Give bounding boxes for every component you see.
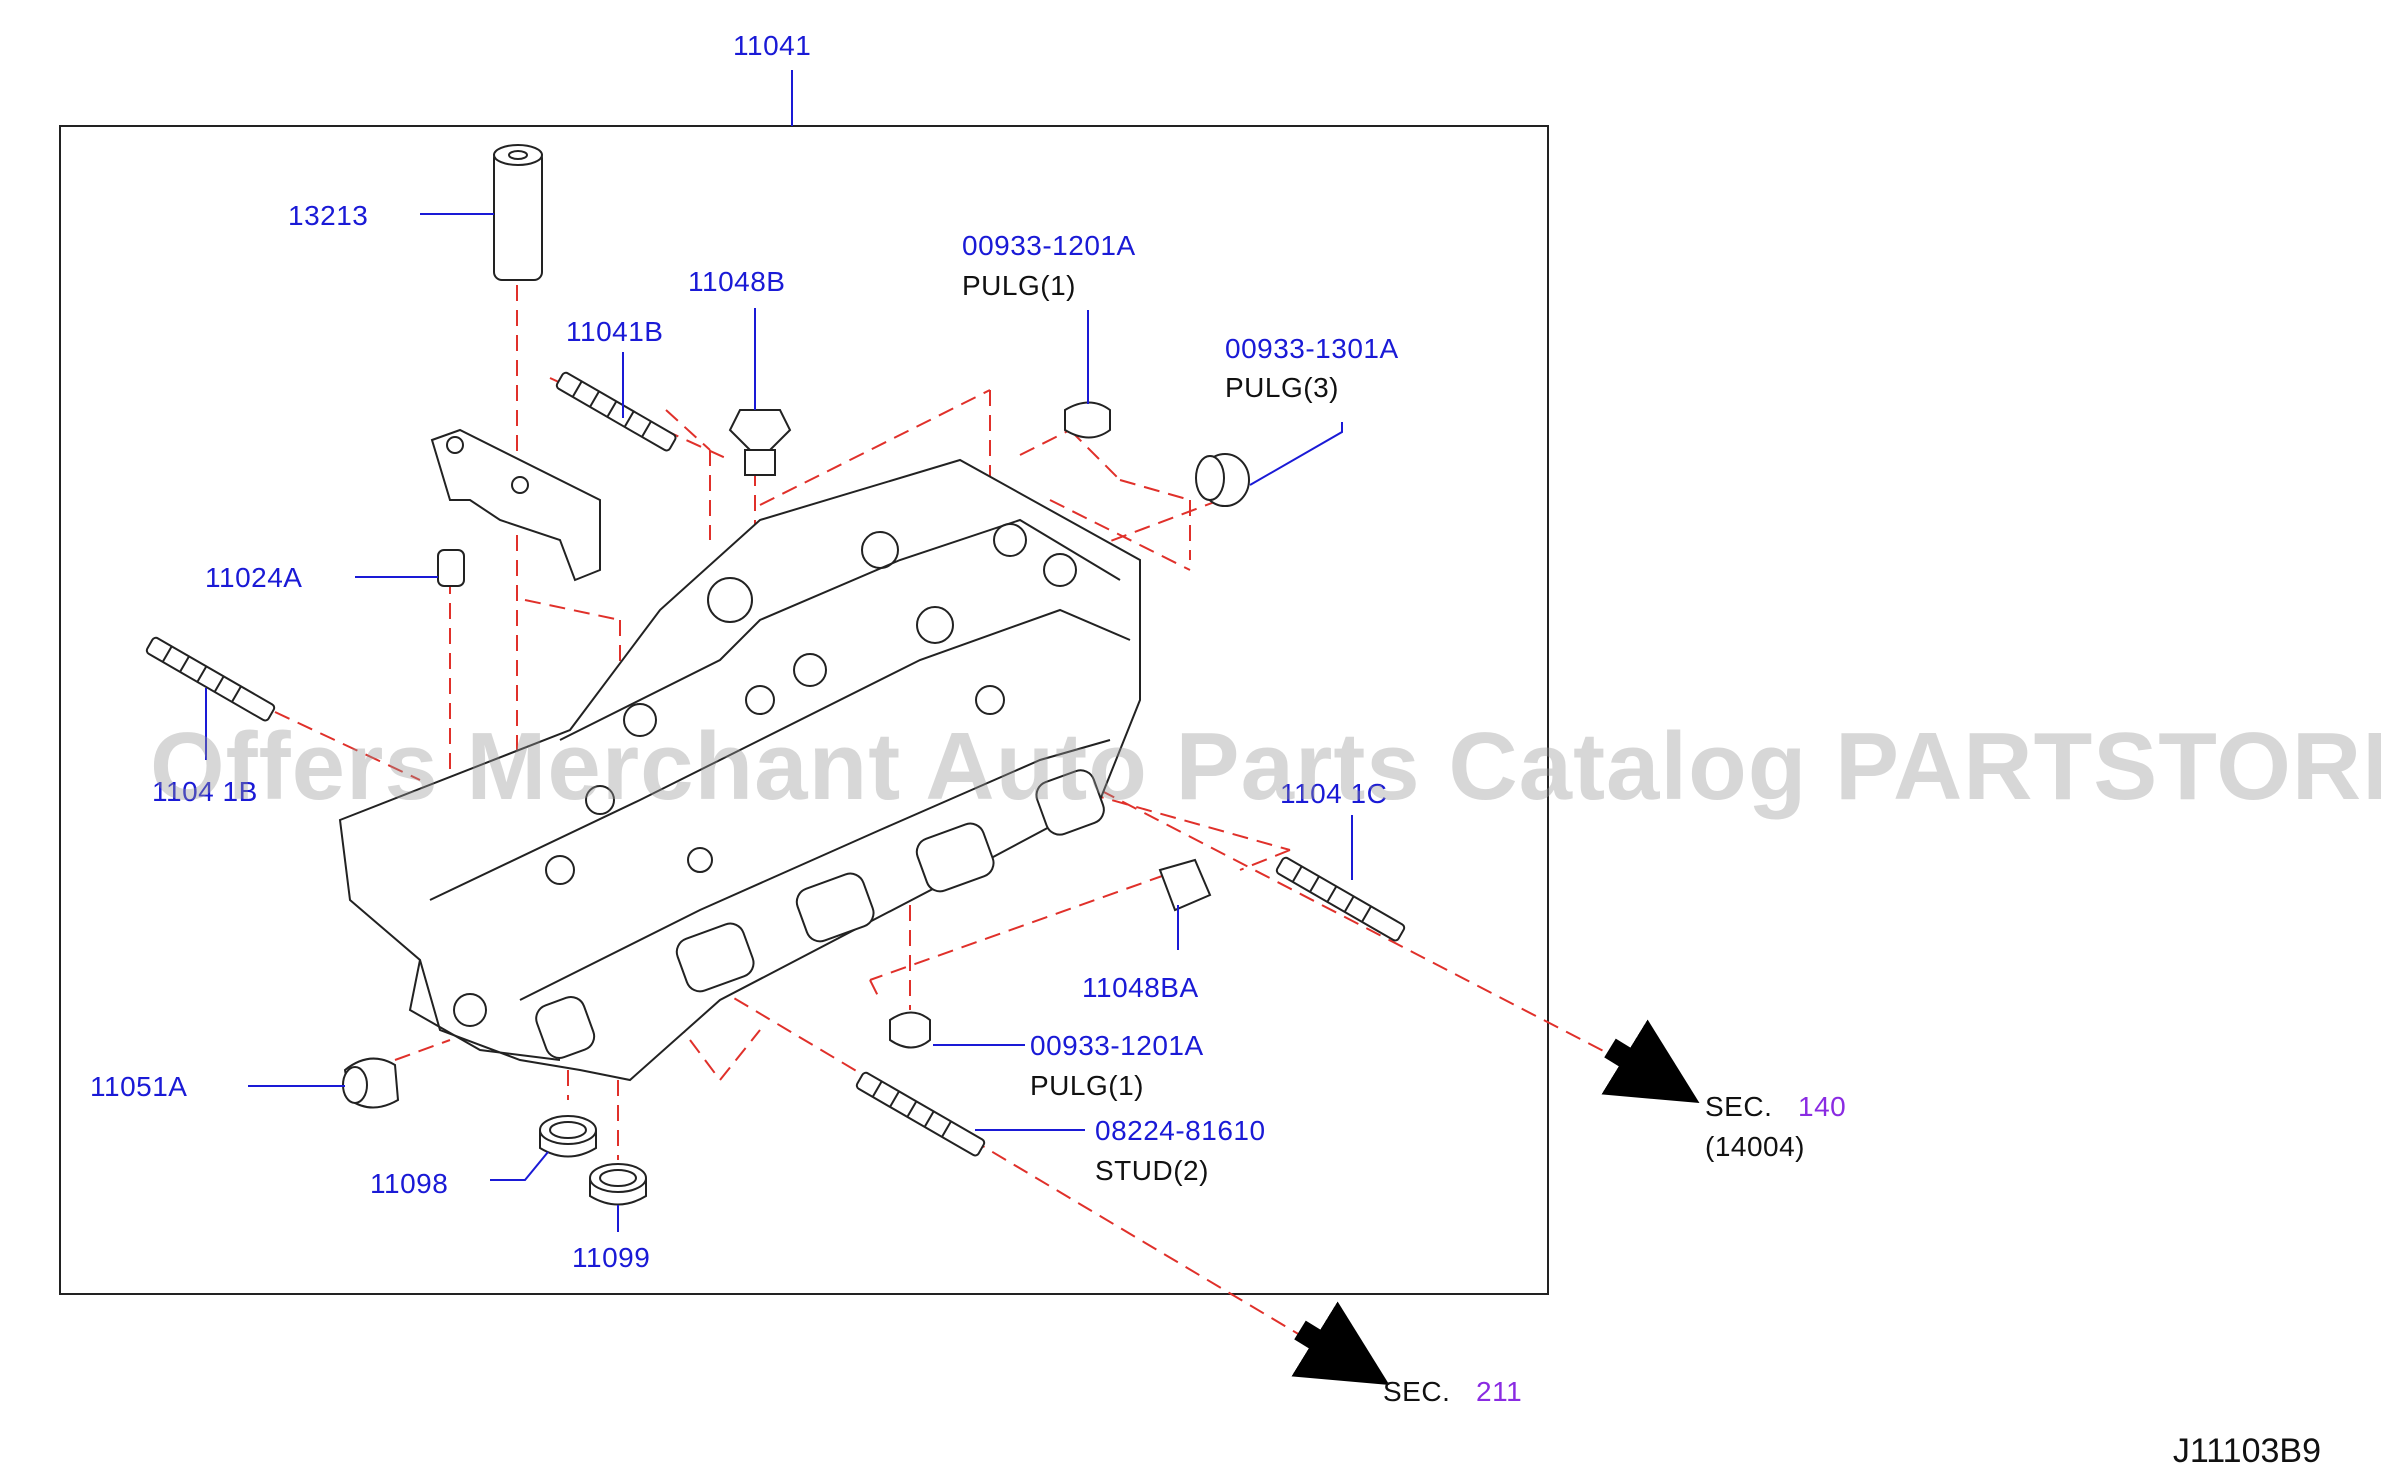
part-label-dowel-tube[interactable]: 13213 bbox=[288, 200, 369, 231]
section-arrow-140 bbox=[1601, 1019, 1700, 1104]
part-label-plug-bottom[interactable]: 00933-1201A bbox=[1030, 1030, 1204, 1061]
part-label-stud-c[interactable]: 1104 1C bbox=[1280, 778, 1388, 809]
part-desc-plug-bottom: PULG(1) bbox=[1030, 1070, 1144, 1101]
section-sub-14004: (14004) bbox=[1705, 1131, 1806, 1162]
section-link-211[interactable]: 211 bbox=[1476, 1376, 1523, 1407]
diagram-reference: J11103B9 bbox=[2172, 1432, 2321, 1470]
part-label-stud-b-left[interactable]: 1104 1B bbox=[152, 776, 258, 807]
diagram-frame bbox=[59, 125, 1549, 1295]
part-label-plug-a[interactable]: 11051A bbox=[90, 1071, 188, 1102]
part-label-head-assembly[interactable]: 11041 bbox=[733, 30, 812, 61]
part-label-plug-ba[interactable]: 11048BA bbox=[1082, 972, 1199, 1003]
part-label-stud-bottom[interactable]: 08224-81610 bbox=[1095, 1115, 1266, 1146]
cylinder-head bbox=[338, 458, 1141, 1082]
leader-lines bbox=[205, 213, 1353, 1232]
part-desc-plug-top: PULG(1) bbox=[962, 270, 1076, 301]
parts-art bbox=[145, 144, 1406, 1206]
part-label-plug-b[interactable]: 11048B bbox=[688, 266, 786, 297]
section-prefix-211: SEC. bbox=[1383, 1376, 1451, 1407]
part-label-seal-99[interactable]: 11099 bbox=[572, 1242, 651, 1273]
section-arrow-211 bbox=[1291, 1301, 1390, 1386]
part-label-dowel[interactable]: 11024A bbox=[205, 562, 303, 593]
section-link-140[interactable]: 140 bbox=[1798, 1091, 1847, 1122]
watermark-text: Offers Merchant Auto Parts Catalog PARTS… bbox=[150, 713, 2381, 820]
part-label-stud-b-top[interactable]: 11041B bbox=[566, 316, 664, 347]
part-desc-stud-bottom: STUD(2) bbox=[1095, 1155, 1209, 1186]
section-prefix-140: SEC. bbox=[1705, 1091, 1773, 1122]
part-label-seal-98[interactable]: 11098 bbox=[370, 1168, 449, 1199]
part-label-plug-side[interactable]: 00933-1301A bbox=[1225, 333, 1399, 364]
part-desc-plug-side: PULG(3) bbox=[1225, 372, 1339, 403]
part-label-plug-top[interactable]: 00933-1201A bbox=[962, 230, 1136, 261]
